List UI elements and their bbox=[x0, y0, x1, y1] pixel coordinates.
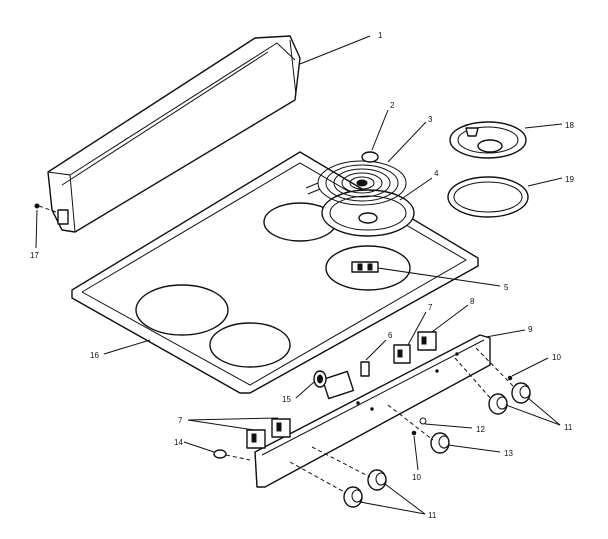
callout-17: 17 bbox=[30, 251, 39, 260]
callout-9: 9 bbox=[528, 325, 533, 334]
burner-opening-front-left bbox=[135, 284, 229, 336]
callout-7-lower: 7 bbox=[178, 416, 183, 425]
indicator-light bbox=[213, 449, 251, 461]
callout-1: 1 bbox=[378, 31, 383, 40]
burner-opening-front-right bbox=[209, 322, 291, 368]
callout-5: 5 bbox=[504, 283, 509, 292]
drip-pan bbox=[321, 189, 415, 237]
callout-11-right: 11 bbox=[564, 423, 573, 432]
callout-12: 12 bbox=[476, 425, 485, 434]
backguard-screw bbox=[34, 203, 57, 213]
manifold-panel bbox=[254, 334, 491, 488]
callout-13: 13 bbox=[504, 449, 513, 458]
receptacle-block bbox=[351, 261, 379, 273]
switch-lower-left bbox=[246, 429, 266, 449]
callout-4: 4 bbox=[434, 169, 439, 178]
trim-ring bbox=[447, 176, 529, 218]
callout-10-lower: 10 bbox=[412, 473, 421, 482]
callout-7-upper: 7 bbox=[428, 303, 433, 312]
small-switch bbox=[360, 361, 370, 377]
knob-right-b bbox=[511, 382, 531, 404]
switch-upper-right bbox=[417, 331, 437, 351]
callout-leaders bbox=[35, 35, 563, 515]
backguard-panel bbox=[47, 35, 301, 233]
surface-element-coil bbox=[305, 160, 407, 206]
knob-right-a bbox=[488, 393, 508, 415]
callout-6: 6 bbox=[388, 331, 393, 340]
switch-lower-right bbox=[271, 418, 291, 438]
callout-8: 8 bbox=[470, 297, 475, 306]
callout-2: 2 bbox=[390, 101, 395, 110]
element-terminal-block bbox=[361, 151, 379, 163]
switch-upper-left bbox=[393, 344, 411, 364]
assembly-lines bbox=[289, 347, 516, 494]
knob-center bbox=[430, 432, 450, 454]
callout-11-lower: 11 bbox=[428, 511, 437, 520]
callout-3: 3 bbox=[428, 115, 433, 124]
drip-bowl bbox=[449, 121, 527, 159]
callout-19: 19 bbox=[565, 175, 574, 184]
callout-numbers: 1 2 3 4 5 6 7 8 9 10 11 12 13 10 11 7 14… bbox=[30, 31, 574, 520]
callout-10-right: 10 bbox=[552, 353, 561, 362]
callout-16: 16 bbox=[90, 351, 99, 360]
knob-front-left-a bbox=[343, 486, 363, 508]
callout-18: 18 bbox=[565, 121, 574, 130]
infinite-switch bbox=[313, 370, 355, 400]
callout-15: 15 bbox=[282, 395, 291, 404]
callout-14: 14 bbox=[174, 438, 183, 447]
knob-front-left-b bbox=[367, 469, 387, 491]
